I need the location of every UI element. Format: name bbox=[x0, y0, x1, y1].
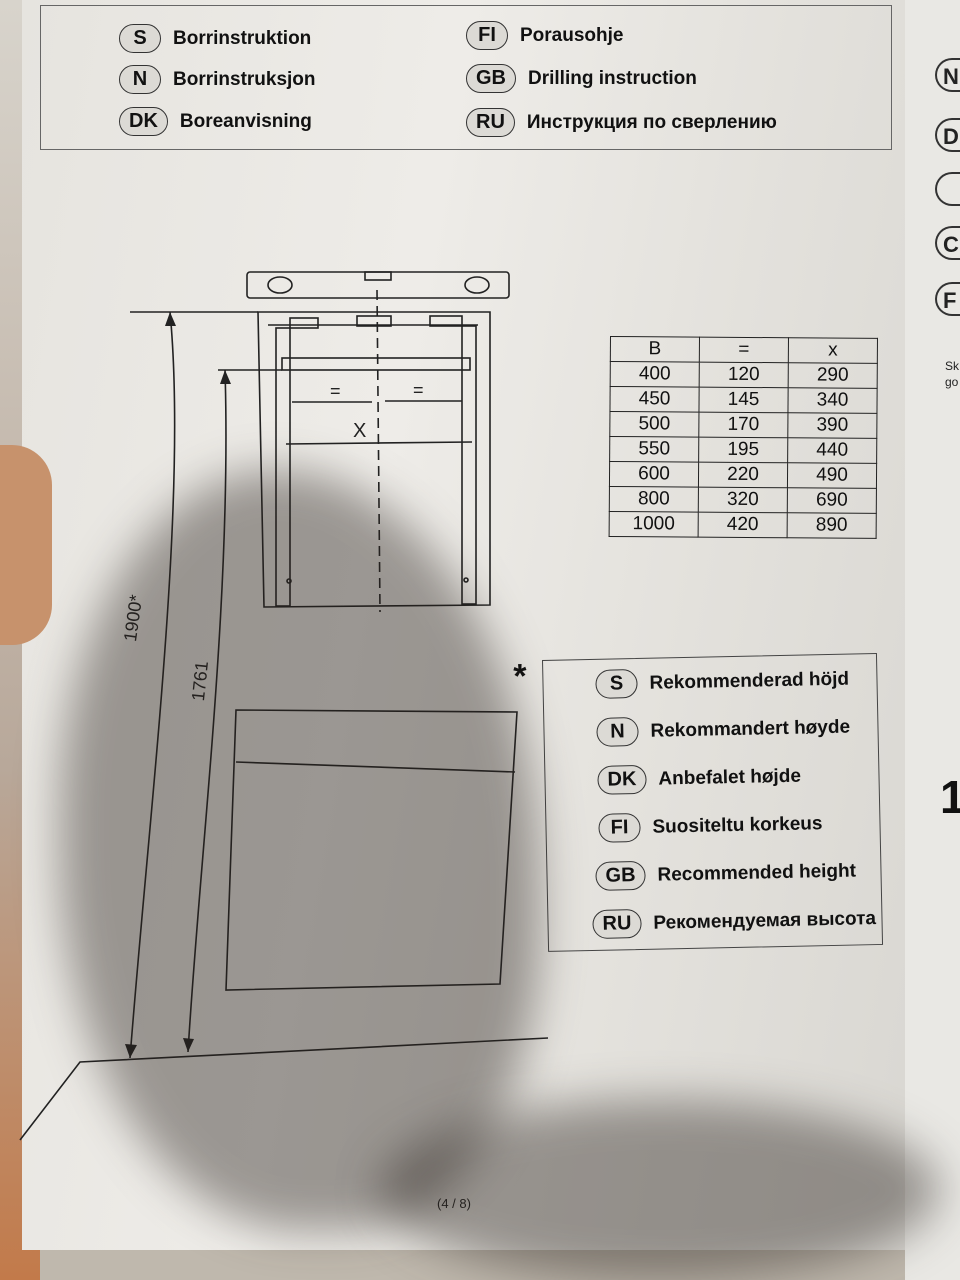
height-label: Recommended height bbox=[657, 859, 857, 886]
table-cell: 120 bbox=[699, 362, 789, 388]
table-cell: 800 bbox=[609, 486, 699, 513]
page-number: (4 / 8) bbox=[437, 1196, 471, 1211]
height-label: Suositeltu korkeus bbox=[652, 812, 823, 838]
adjacent-page: N D C F bbox=[905, 0, 960, 1280]
lang-code-badge: GB bbox=[595, 860, 646, 891]
lang-code-badge: FI bbox=[598, 812, 641, 843]
drill-height-label: 1761 bbox=[188, 660, 213, 703]
lang-code-badge: N bbox=[596, 716, 639, 747]
side-tab bbox=[935, 172, 960, 206]
side-tab: N bbox=[935, 58, 960, 92]
spirit-level bbox=[246, 271, 510, 299]
lang-code-badge: DK bbox=[597, 764, 647, 795]
table-cell: 400 bbox=[610, 361, 700, 388]
table-cell: 290 bbox=[788, 362, 878, 389]
lang-row-n: N Borrinstruksjon bbox=[119, 65, 316, 94]
lang-row-s: S Borrinstruktion bbox=[119, 24, 311, 53]
equal-mark-right: = bbox=[413, 380, 424, 400]
recommended-height-legend: * S Rekommenderad höjd N Rekommandert hø… bbox=[513, 652, 884, 952]
lang-label: Drilling instruction bbox=[528, 67, 697, 89]
drill-height-dimension-line bbox=[187, 369, 227, 1053]
height-row-fi: FI Suositeltu korkeus bbox=[598, 809, 823, 843]
height-dimension-line bbox=[129, 311, 176, 1059]
table-cell: 440 bbox=[787, 437, 877, 464]
table-cell: 490 bbox=[787, 462, 877, 489]
table-cell: 195 bbox=[698, 437, 788, 463]
lang-row-fi: FI Porausohje bbox=[466, 21, 623, 50]
table-header: = bbox=[699, 337, 789, 363]
table-cell: 450 bbox=[609, 386, 700, 413]
table-cell: 145 bbox=[698, 387, 789, 413]
table-cell: 1000 bbox=[609, 511, 699, 538]
height-row-n: N Rekommandert høyde bbox=[596, 713, 850, 747]
lang-code-badge: S bbox=[595, 669, 638, 699]
lang-label: Borrinstruktion bbox=[173, 27, 312, 49]
lang-code-badge: S bbox=[119, 24, 161, 53]
side-tab: F bbox=[935, 282, 960, 316]
table-cell: 320 bbox=[698, 487, 788, 513]
level-vial bbox=[267, 276, 293, 294]
table-header: x bbox=[788, 337, 878, 364]
lang-label: Инструкция по сверлению bbox=[526, 111, 777, 133]
lang-code-badge: FI bbox=[466, 21, 508, 50]
height-label: Rekommenderad höjd bbox=[649, 668, 850, 694]
lang-label: Borrinstruksjon bbox=[173, 68, 316, 90]
side-text-line: go bbox=[945, 375, 959, 389]
side-text-line: Sk bbox=[945, 359, 960, 373]
lang-code-badge: N bbox=[119, 65, 161, 94]
table-cell: 690 bbox=[787, 487, 877, 514]
table-cell: 170 bbox=[698, 412, 788, 438]
table-header: B bbox=[610, 336, 700, 363]
height-row-s: S Rekommenderad höjd bbox=[595, 665, 849, 699]
thumb bbox=[0, 445, 52, 645]
floor-line bbox=[19, 1037, 549, 1141]
height-row-gb: GB Recommended height bbox=[595, 856, 857, 891]
table-cell: 420 bbox=[698, 512, 788, 538]
lang-label: Boreanvisning bbox=[179, 110, 312, 132]
height-row-ru: RU Рекомендуемая высота bbox=[592, 904, 876, 939]
side-page-number: 1 bbox=[940, 771, 960, 823]
table-header-row: B = x bbox=[610, 336, 878, 364]
side-tab: D bbox=[935, 118, 960, 152]
height-row-dk: DK Anbefalet højde bbox=[597, 762, 801, 795]
lang-row-ru: RU Инструкция по сверлению bbox=[466, 108, 777, 137]
language-header: S Borrinstruktion N Borrinstruksjon DK B… bbox=[40, 5, 892, 150]
lang-code-badge: RU bbox=[592, 908, 642, 939]
outlet-zone bbox=[225, 709, 518, 991]
lang-code-badge: RU bbox=[466, 108, 515, 137]
x-dimension-label: X bbox=[353, 420, 367, 442]
asterisk-marker: * bbox=[512, 657, 527, 696]
lang-code-badge: GB bbox=[466, 64, 516, 93]
lang-row-gb: GB Drilling instruction bbox=[466, 64, 697, 93]
equal-mark-left: = bbox=[330, 381, 341, 401]
side-tab: C bbox=[935, 226, 960, 260]
table-cell: 550 bbox=[609, 436, 699, 463]
level-vial bbox=[464, 276, 490, 294]
level-center-vial bbox=[364, 271, 392, 281]
lang-code-badge: DK bbox=[119, 107, 168, 136]
height-label: Rekommandert høyde bbox=[650, 716, 851, 742]
side-text: Sk go bbox=[945, 358, 959, 390]
lang-label: Porausohje bbox=[520, 24, 624, 46]
table-cell: 500 bbox=[609, 411, 699, 438]
table-cell: 890 bbox=[787, 512, 877, 539]
cabinet-outline bbox=[257, 311, 491, 608]
table-cell: 600 bbox=[609, 461, 699, 488]
lang-row-dk: DK Boreanvisning bbox=[119, 107, 312, 136]
height-label: Anbefalet højde bbox=[658, 765, 802, 790]
height-label: Рекомендуемая высота bbox=[653, 907, 877, 934]
table-cell: 390 bbox=[787, 412, 877, 439]
table-cell: 220 bbox=[698, 462, 788, 488]
table-cell: 340 bbox=[787, 387, 878, 414]
center-line bbox=[376, 289, 381, 613]
